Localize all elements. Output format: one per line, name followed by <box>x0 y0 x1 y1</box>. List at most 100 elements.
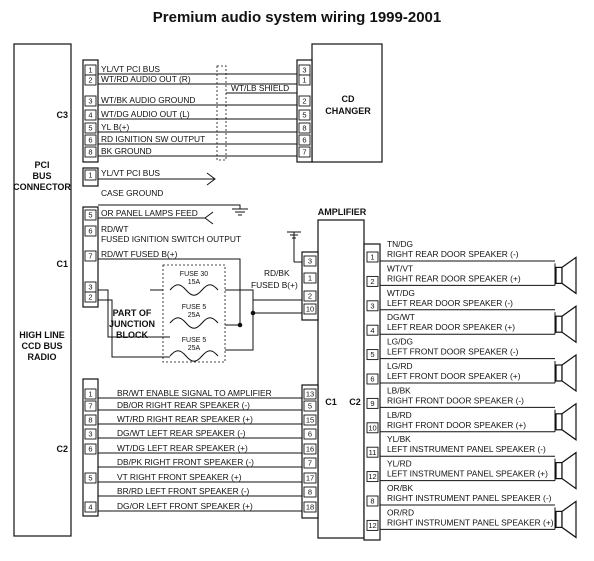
speaker-wire-desc: LEFT FRONT DOOR SPEAKER (+) <box>387 371 521 381</box>
speaker-pin-box <box>366 373 379 385</box>
c3-cd-pin-box <box>298 95 311 107</box>
c1-radio-pin-box <box>84 209 97 221</box>
c2-radio-pin-box <box>84 428 97 440</box>
c3-radio-pin: 3 <box>88 97 92 106</box>
speaker-wire-color: LB/BK <box>387 385 411 395</box>
c3-radio-pin: 2 <box>88 76 92 85</box>
radio-connector-c2: C2 <box>56 444 68 454</box>
c2-radio-pin-box <box>84 388 97 400</box>
amp-power-color-label: RD/BK <box>264 268 290 278</box>
c2-amp-pin-box <box>303 414 317 426</box>
speaker-wire-desc: RIGHT FRONT DOOR SPEAKER (+) <box>387 420 526 430</box>
c1-radio-pin-box <box>84 291 97 303</box>
c3-radio-pin: 6 <box>88 136 92 145</box>
radio-box <box>13 43 72 537</box>
c2-radio-pin: 6 <box>88 445 92 454</box>
c3-extra-pin: 1 <box>88 171 92 180</box>
c2-amp-pin-box <box>303 472 317 484</box>
speaker-wire-desc: RIGHT INSTRUMENT PANEL SPEAKER (+) <box>387 517 554 527</box>
speaker-pin-box <box>366 446 379 458</box>
c3-cd-pin: 7 <box>302 148 306 157</box>
c1-wire-label: RD/WT FUSED B(+) <box>101 249 178 259</box>
fuse-symbol <box>169 317 219 329</box>
c3-cd-pin-box <box>298 134 311 146</box>
amplifier-connector-c1: C1 <box>325 397 337 407</box>
fuse-rating: 25A <box>188 345 201 352</box>
c1-radio-pin: 7 <box>88 252 92 261</box>
speaker-pin-box <box>366 275 379 287</box>
c2-amp-pin-box <box>303 457 317 469</box>
c3-wire-label: RD IGNITION SW OUTPUT <box>101 134 205 144</box>
c3-cd-pin-box <box>298 146 311 158</box>
c1-radio-pin-box <box>84 225 97 237</box>
speaker-icon <box>555 315 563 333</box>
c2-amp-pin: 5 <box>308 402 312 411</box>
c1-radio-pin: 3 <box>88 283 92 292</box>
c2-amp-pin: 6 <box>308 430 312 439</box>
c2-radio-pin: 8 <box>88 416 92 425</box>
c3-cd-pin: 5 <box>302 111 306 120</box>
speaker-wire-desc: LEFT FRONT DOOR SPEAKER (-) <box>387 347 519 357</box>
speaker-pin: 12 <box>368 521 376 530</box>
c3-cd-pin: 6 <box>302 136 306 145</box>
c2-wire-label: DB/OR RIGHT REAR SPEAKER (-) <box>117 400 250 410</box>
c2-amp-pin: 8 <box>308 488 312 497</box>
c1-wire-label: OR PANEL LAMPS FEED <box>101 208 198 218</box>
amp-c1-upper-pin-box <box>303 290 317 302</box>
c2-radio-pin-box <box>84 472 97 484</box>
c1-radio-pin: 2 <box>88 293 92 302</box>
amp-c1-upper-pin-box <box>303 272 317 284</box>
panel-lamps-arrow <box>98 211 214 225</box>
c2-radio-pin: 5 <box>88 474 92 483</box>
splice-dot-2 <box>237 322 243 328</box>
fuse-output-bus <box>225 289 254 351</box>
speaker-pin: 1 <box>370 253 374 262</box>
c3-wire-label: WT/BK AUDIO GROUND <box>101 95 195 105</box>
c2-radio-pin-box <box>84 414 97 426</box>
radio-bottom-line3: RADIO <box>28 352 57 362</box>
c3-radio-pin: 5 <box>88 124 92 133</box>
speaker-icon <box>555 413 563 431</box>
speaker-wire-desc: LEFT REAR DOOR SPEAKER (+) <box>387 322 515 332</box>
radio-bottom-line1: HIGH LINE <box>19 330 65 340</box>
speaker-cone-icon <box>561 353 577 393</box>
radio-c1-pin2-wire <box>98 299 170 358</box>
junction-block-outline <box>162 264 226 363</box>
radio-title-line3: CONNECTOR <box>13 182 71 192</box>
c2-amp-pin-box <box>303 501 317 513</box>
c3-wire-label: WT/DG AUDIO OUT (L) <box>101 109 190 119</box>
speaker-cone-icon <box>561 451 577 490</box>
c2-wire-label: DG/WT LEFT REAR SPEAKER (-) <box>117 428 246 438</box>
speaker-cone-icon <box>561 256 577 295</box>
amplifier-box <box>317 219 365 539</box>
speaker-wire-color: TN/DG <box>387 239 413 249</box>
shield-outline <box>216 65 227 161</box>
amp-c2-connector <box>363 243 381 541</box>
c3-wire-label: WT/RD AUDIO OUT (R) <box>101 74 191 84</box>
speaker-pin: 9 <box>370 399 374 408</box>
c2-amp-pin: 13 <box>306 390 314 399</box>
c2-radio-pin: 4 <box>88 503 92 512</box>
speaker-icon <box>555 364 563 382</box>
c2-radio-pin-box <box>84 400 97 412</box>
c3-cd-pin: 2 <box>302 97 306 106</box>
c3-wire-label: YL/VT PCI BUS <box>101 64 160 74</box>
speaker-icon <box>555 462 563 480</box>
c2-amp-pin-box <box>303 486 317 498</box>
c2-amp-pin: 7 <box>308 459 312 468</box>
amplifier-title: AMPLIFIER <box>318 207 367 217</box>
amp-c1-upper-pin-box <box>303 303 317 315</box>
fuse-name: FUSE 5 <box>182 337 207 344</box>
c2-amp-pin-box <box>303 388 317 400</box>
speaker-pin: 4 <box>370 326 374 335</box>
c3-cd-pin-box <box>298 122 311 134</box>
c3-radio-pin: 4 <box>88 111 92 120</box>
c2-wire-label: BR/RD LEFT FRONT SPEAKER (-) <box>117 486 250 496</box>
speaker-wire-desc: RIGHT FRONT DOOR SPEAKER (-) <box>387 395 524 405</box>
fused-bplus-feed-wire <box>98 258 241 326</box>
